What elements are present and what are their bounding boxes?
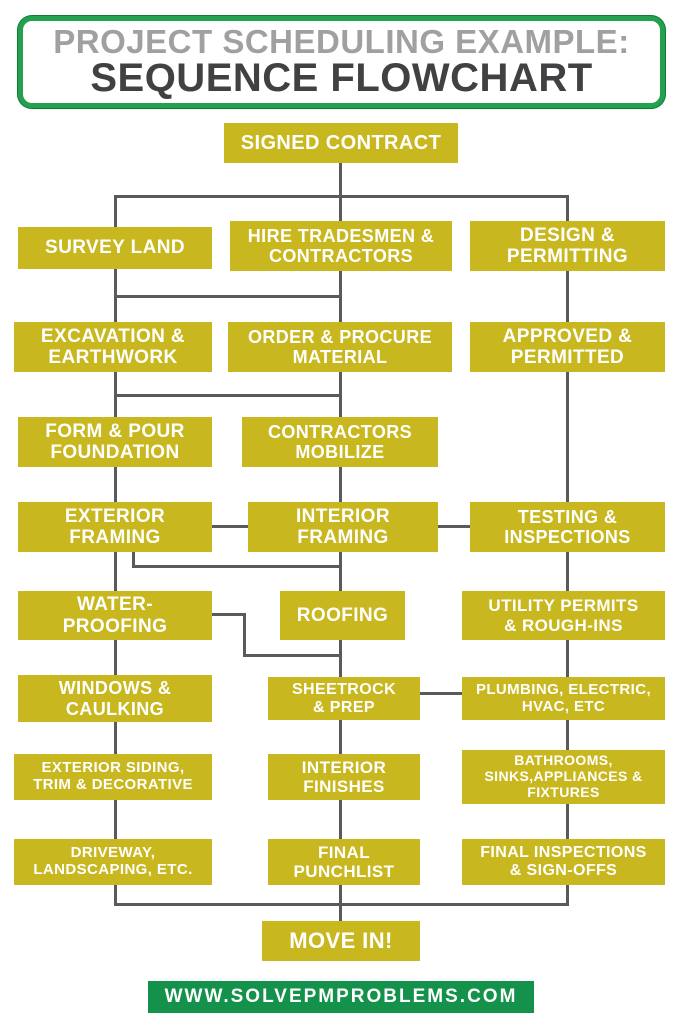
connector-bathrooms-finalinspections: [566, 803, 569, 840]
node-bathrooms-sinks-appliances-fixtures: BATHROOMS, SINKS,APPLIANCES & FIXTURES: [462, 750, 665, 804]
connector-extframing-intframing: [210, 525, 250, 528]
connector-punchlist-movein-drop: [339, 884, 342, 922]
node-signed-contract: SIGNED CONTRACT: [224, 123, 458, 163]
connector-utility-plumbing: [566, 640, 569, 678]
footer-url-bar: WWW.SOLVEPMPROBLEMS.COM: [148, 981, 534, 1013]
connector-bus-row1: [114, 195, 569, 198]
node-approved-permitted: APPROVED & PERMITTED: [470, 322, 665, 372]
node-windows-caulking: WINDOWS & CAULKING: [18, 675, 212, 722]
node-utility-permits-rough-ins: UTILITY PERMITS & ROUGH-INS: [462, 591, 665, 640]
connector-hire-order: [339, 271, 342, 323]
connector-waterproofing-windows: [114, 640, 117, 676]
node-order-procure-material: ORDER & PROCURE MATERIAL: [228, 322, 452, 372]
connector-waterproofing-sheetrock-drop: [243, 613, 246, 657]
node-testing-inspections: TESTING & INSPECTIONS: [470, 502, 665, 552]
footer-url-text: WWW.SOLVEPMPROBLEMS.COM: [164, 986, 518, 1007]
connector-extframing-roofing-drop: [132, 552, 135, 568]
connector-plumbing-bathrooms: [566, 719, 569, 751]
connector-extframing-waterproofing: [114, 552, 117, 592]
title-line2: SEQUENCE FLOWCHART: [90, 56, 593, 101]
node-survey-land: SURVEY LAND: [18, 227, 212, 269]
connector-sheetrock-intfinishes: [339, 719, 342, 755]
connector-order-mobilize: [339, 372, 342, 418]
connector-bus-row2: [114, 295, 342, 298]
node-sheetrock-prep: SHEETROCK & PREP: [268, 677, 420, 720]
connector-intframing-testing: [436, 525, 472, 528]
node-excavation-earthwork: EXCAVATION & EARTHWORK: [14, 322, 212, 372]
node-contractors-mobilize: CONTRACTORS MOBILIZE: [242, 417, 438, 467]
node-water-proofing: WATER- PROOFING: [18, 591, 212, 640]
node-exterior-framing: EXTERIOR FRAMING: [18, 502, 212, 552]
node-roofing: ROOFING: [280, 591, 405, 640]
connector-waterproofing-sheetrock-run2: [243, 654, 342, 657]
connector-roofing-sheetrock: [339, 640, 342, 678]
node-design-permitting: DESIGN & PERMITTING: [470, 221, 665, 271]
connector-windows-siding: [114, 721, 117, 755]
node-final-inspections-sign-offs: FINAL INSPECTIONS & SIGN-OFFS: [462, 839, 665, 885]
connector-extframing-roofing-run: [132, 565, 341, 568]
title-box: PROJECT SCHEDULING EXAMPLE: SEQUENCE FLO…: [18, 16, 665, 108]
node-interior-framing: INTERIOR FRAMING: [248, 502, 438, 552]
connector-driveway-movein-drop: [114, 884, 117, 905]
connector-design-approved: [566, 271, 569, 323]
connector-intfinishes-punchlist: [339, 800, 342, 840]
node-hire-tradesmen-contractors: HIRE TRADESMEN & CONTRACTORS: [230, 221, 452, 271]
title-line1: PROJECT SCHEDULING EXAMPLE:: [53, 22, 630, 60]
connector-finalinspections-movein-drop: [566, 884, 569, 905]
connector-mobilize-intframing: [339, 467, 342, 503]
connector-bus-row3: [114, 394, 342, 397]
node-exterior-siding-trim-decorative: EXTERIOR SIDING, TRIM & DECORATIVE: [14, 754, 212, 800]
node-driveway-landscaping: DRIVEWAY, LANDSCAPING, ETC.: [14, 839, 212, 885]
node-form-pour-foundation: FORM & POUR FOUNDATION: [18, 417, 212, 467]
connector-siding-driveway: [114, 800, 117, 840]
connector-testing-utility: [566, 552, 569, 592]
connector-waterproofing-sheetrock-run1: [212, 613, 246, 616]
node-final-punchlist: FINAL PUNCHLIST: [268, 839, 420, 885]
node-move-in: MOVE IN!: [262, 921, 420, 961]
connector-drop-survey: [114, 195, 117, 228]
connector-intframing-roofing: [339, 552, 342, 592]
connector-contract-drop: [339, 163, 342, 223]
connector-foundation-extframing: [114, 467, 117, 503]
node-interior-finishes: INTERIOR FINISHES: [268, 754, 420, 800]
connector-drop-design: [566, 195, 569, 223]
node-plumbing-electric-hvac: PLUMBING, ELECTRIC, HVAC, ETC: [462, 677, 665, 720]
connector-sheetrock-plumbing: [420, 692, 462, 695]
connector-approved-testing: [566, 372, 569, 503]
